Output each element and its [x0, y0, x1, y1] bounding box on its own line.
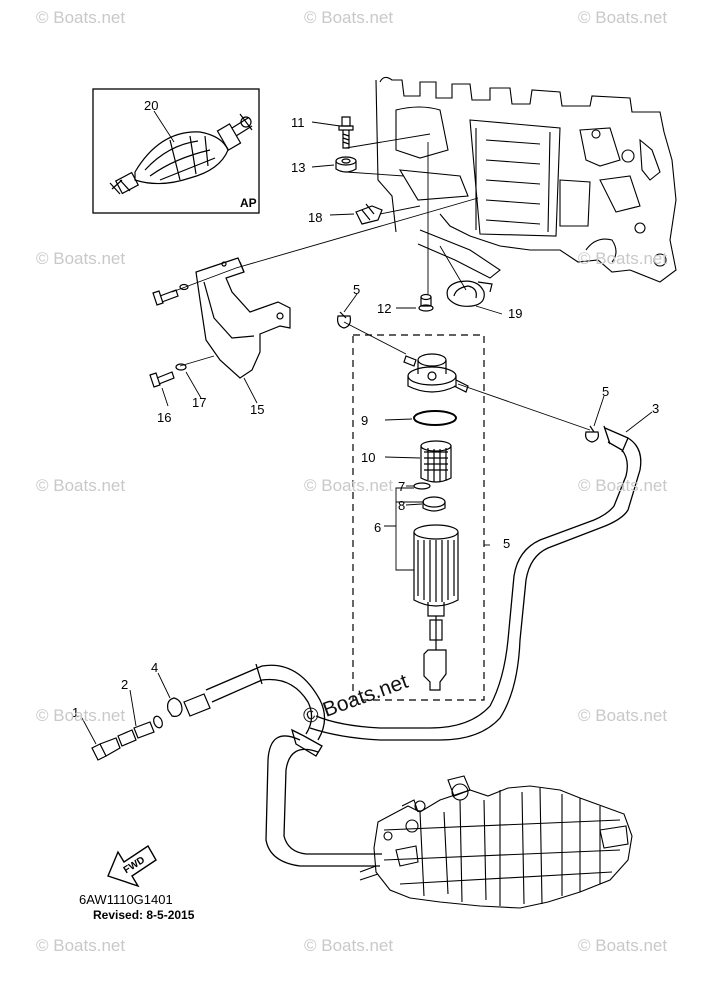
filter-cup-7	[413, 524, 459, 691]
callout-8: 7	[398, 479, 406, 494]
o-ring-10	[413, 410, 457, 426]
revised-date: Revised: 8-5-2015	[93, 908, 195, 922]
inset-label: AP	[240, 196, 257, 210]
watermark: © Boats.net	[304, 8, 394, 27]
fitting-1	[91, 737, 121, 761]
screw-13	[418, 293, 434, 312]
hose-to-engine	[265, 728, 382, 867]
callout-7: 6	[374, 520, 382, 535]
filter-head	[403, 353, 469, 393]
ring-8	[413, 482, 431, 490]
engine-block	[375, 76, 677, 283]
washer-17	[175, 363, 187, 371]
callout-2: 2	[121, 677, 129, 692]
callout-18: 18	[308, 210, 323, 225]
bolt-12	[338, 116, 354, 149]
filter-assembly-box	[352, 334, 485, 701]
watermark: © Boats.net	[304, 936, 394, 955]
callout-16: 16	[157, 410, 172, 425]
watermark: © Boats.net	[304, 476, 394, 495]
callout-19: 19	[508, 306, 523, 321]
watermark: © Boats.net	[578, 249, 668, 268]
callout-leaders	[81, 110, 653, 745]
fitting-2	[117, 715, 163, 747]
clip-18	[355, 203, 383, 225]
clamp-19	[446, 280, 493, 307]
hose-clip-lower	[585, 425, 599, 443]
leader-lines	[171, 133, 591, 431]
grommet-14	[335, 156, 357, 173]
callout-20: 20	[144, 98, 159, 113]
primer-bulb	[109, 113, 253, 195]
fitting-4	[167, 693, 211, 717]
inset-frame	[92, 88, 260, 214]
watermark: © Boats.net	[36, 8, 126, 27]
watermark: © Boats.net	[578, 936, 668, 955]
callout-12: 11	[291, 115, 305, 130]
callout-5-lower: 5	[602, 384, 610, 399]
intake-manifold	[359, 775, 633, 909]
watermark: © Boats.net	[36, 936, 126, 955]
callout-1: 1	[72, 705, 80, 720]
bracket-15	[195, 257, 291, 379]
callout-17: 17	[192, 395, 207, 410]
watermark: © Boats.net	[578, 476, 668, 495]
callout-4: 4	[151, 660, 159, 675]
hose-3	[309, 425, 642, 741]
callout-9: 8	[398, 498, 406, 513]
bolt-bracket-upper	[152, 283, 189, 306]
callout-14: 13	[291, 160, 306, 175]
callout-15: 15	[250, 402, 265, 417]
callout-11: 10	[361, 450, 376, 465]
callout-6: 5	[503, 536, 511, 551]
float-9	[422, 496, 446, 512]
callout-13: 12	[377, 301, 392, 316]
watermark: © Boats.net	[36, 706, 126, 725]
diagram-code: 6AW1110G1401	[79, 892, 173, 907]
fwd-arrow-icon	[107, 845, 157, 888]
hose-lower-left	[205, 663, 326, 741]
bolt-16	[149, 371, 175, 388]
watermark: © Boats.net	[578, 706, 668, 725]
callout-3: 3	[652, 401, 660, 416]
callout-5-upper: 5	[353, 282, 361, 297]
filter-element-11	[420, 440, 452, 483]
hose-clip-upper	[337, 311, 351, 329]
watermark: © Boats.net	[36, 476, 126, 495]
watermark: © Boats.net	[36, 249, 126, 268]
watermark: © Boats.net	[578, 8, 668, 27]
callout-10: 9	[361, 413, 369, 428]
